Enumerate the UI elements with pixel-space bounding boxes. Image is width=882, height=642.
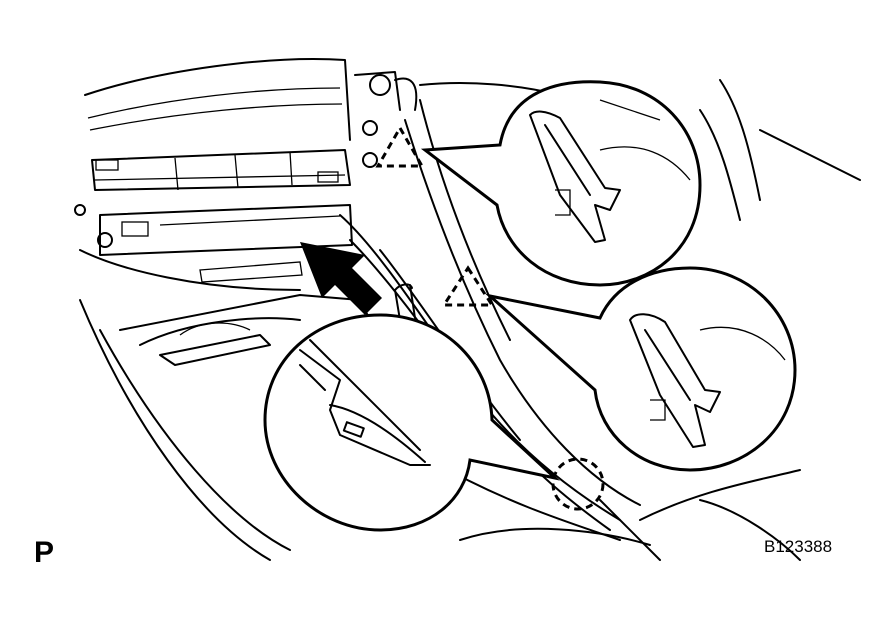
middle-clip-marker [441, 265, 495, 307]
middle-clip-detail [484, 266, 797, 472]
interior-background [419, 79, 861, 561]
removal-arrow [300, 242, 382, 315]
lower-claw-detail [263, 313, 561, 532]
clip-markers [375, 125, 605, 511]
upper-clip-detail [420, 80, 702, 287]
corner-letter-label: P [34, 536, 55, 569]
lower-claw-marker [551, 457, 605, 511]
figure-id-label: B123388 [764, 537, 833, 556]
dashboard-panel [74, 58, 418, 283]
upper-clip-marker [375, 125, 425, 168]
